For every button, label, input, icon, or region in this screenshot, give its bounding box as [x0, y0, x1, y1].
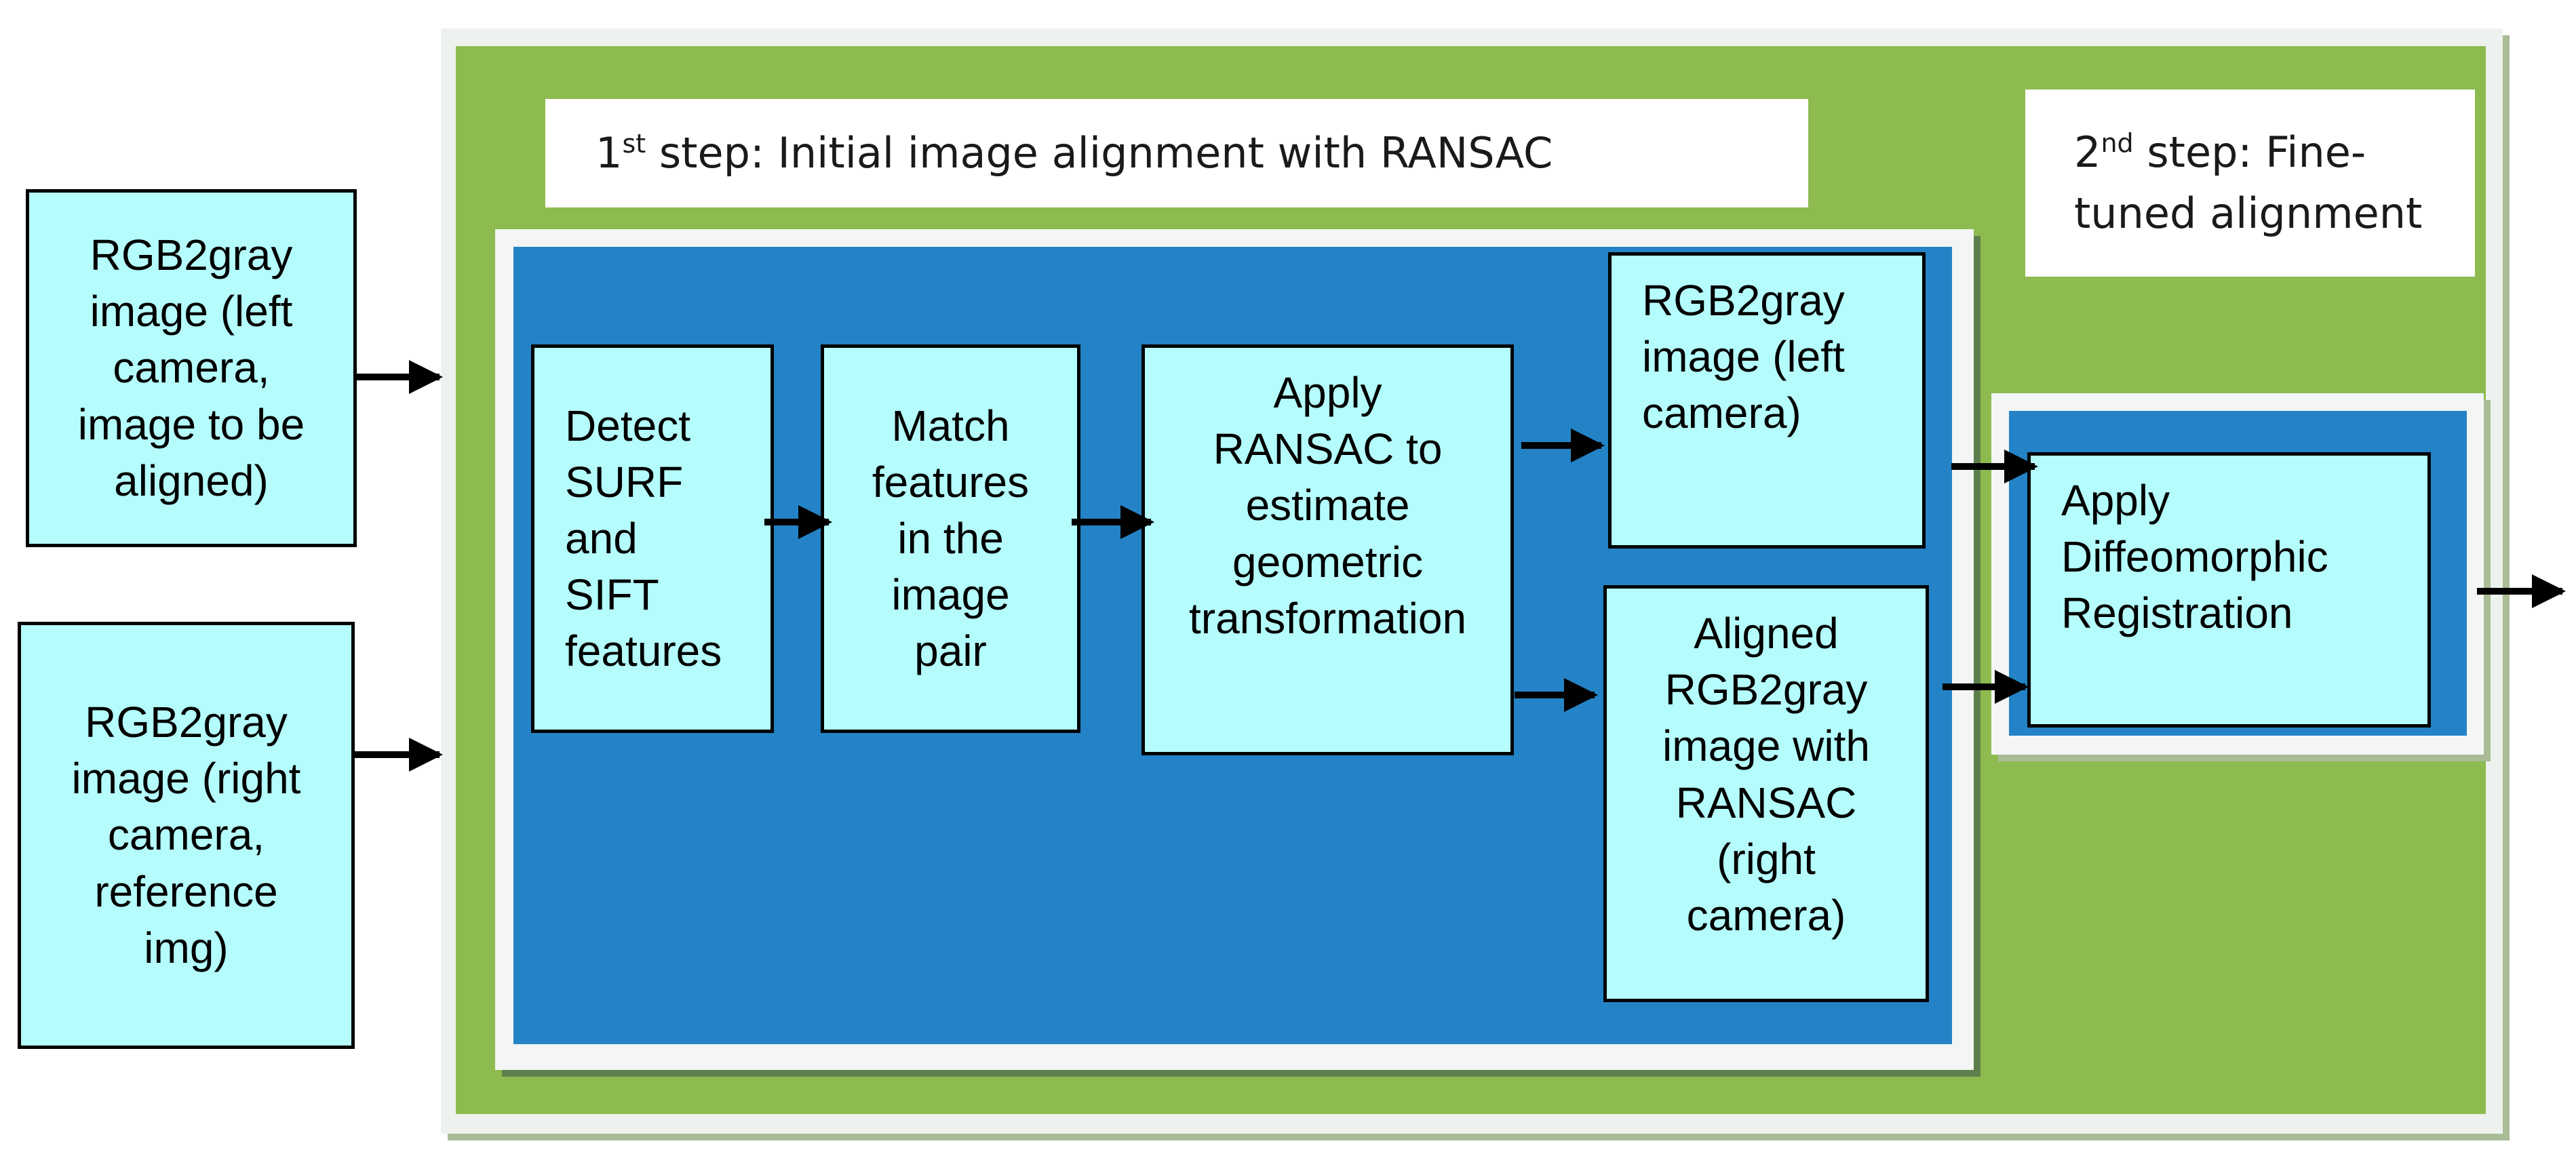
box-text-line: image (right [71, 754, 301, 803]
box-text-line: RGB2gray [90, 231, 293, 280]
aligned-right-camera-box: Aligned RGB2gray image with RANSAC (righ… [1603, 585, 1929, 1002]
box-text-line: RANSAC to [1213, 424, 1443, 474]
left-camera-gray-box: RGB2gray image (left camera) [1608, 252, 1926, 549]
step2-label: 2nd step: Fine- tuned alignment [2025, 90, 2475, 277]
box-text-line: camera, [113, 343, 270, 393]
box-text-line: camera) [1642, 389, 1801, 438]
box-text-line: image (left [90, 287, 293, 336]
box-text-line: camera, [107, 810, 265, 860]
box-text-line: transformation [1188, 593, 1467, 643]
diffeomorphic-registration-box: Apply Diffeomorphic Registration [2027, 452, 2431, 728]
box-text-line: SURF [565, 457, 684, 506]
box-text-line: Aligned [1694, 609, 1839, 658]
box-text-line: geometric [1232, 537, 1423, 586]
step1-number: 1 [596, 128, 623, 178]
box-text-line: pair [914, 627, 987, 676]
box-text-line: Apply [2061, 476, 2170, 525]
match-features-box: Match features in the image pair [821, 344, 1080, 733]
box-text-line: RGB2gray [85, 698, 288, 747]
box-text-line: aligned) [114, 456, 269, 505]
step1-label: 1st step: Initial image alignment with R… [545, 99, 1808, 207]
box-text-line: image [891, 570, 1010, 620]
input-right-camera-box: RGB2gray image (right camera, reference … [18, 622, 355, 1049]
box-text-line: image to be [77, 399, 305, 449]
box-text-line: features [872, 457, 1030, 506]
box-text-line: SIFT [565, 570, 659, 620]
box-text-line: Match [891, 401, 1010, 450]
box-text-line: RGB2gray [1664, 665, 1868, 715]
step2-title: step: Fine- [2133, 127, 2366, 178]
box-text-line: Apply [1273, 368, 1382, 417]
step2-number: 2 [2074, 127, 2101, 178]
box-text-line: RANSAC [1675, 778, 1857, 827]
input-left-camera-box: RGB2gray image (left camera, image to be… [26, 189, 357, 547]
box-text-line: img) [144, 923, 229, 972]
ransac-transform-box: Apply RANSAC to estimate geometric trans… [1141, 344, 1514, 755]
box-text-line: Registration [2061, 589, 2293, 638]
box-text-line: image with [1662, 721, 1870, 771]
box-text-line: RGB2gray [1642, 276, 1845, 325]
box-text-line: camera) [1686, 890, 1846, 940]
box-text-line: image (left [1642, 332, 1845, 382]
box-text-line: estimate [1245, 481, 1410, 530]
step2-ordinal: nd [2101, 128, 2134, 159]
step1-title: step: Initial image alignment with RANSA… [646, 128, 1553, 178]
box-text-line: (right [1717, 834, 1816, 883]
box-text-line: and [565, 513, 638, 563]
box-text-line: Diffeomorphic [2061, 532, 2328, 582]
detect-features-box: Detect SURF and SIFT features [531, 344, 774, 733]
step1-ordinal: st [622, 129, 646, 159]
box-text-line: features [565, 627, 722, 676]
box-text-line: in the [897, 513, 1004, 563]
box-text-line: reference [94, 867, 278, 916]
box-text-line: Detect [565, 401, 690, 450]
step2-title-line2: tuned alignment [2074, 188, 2423, 238]
